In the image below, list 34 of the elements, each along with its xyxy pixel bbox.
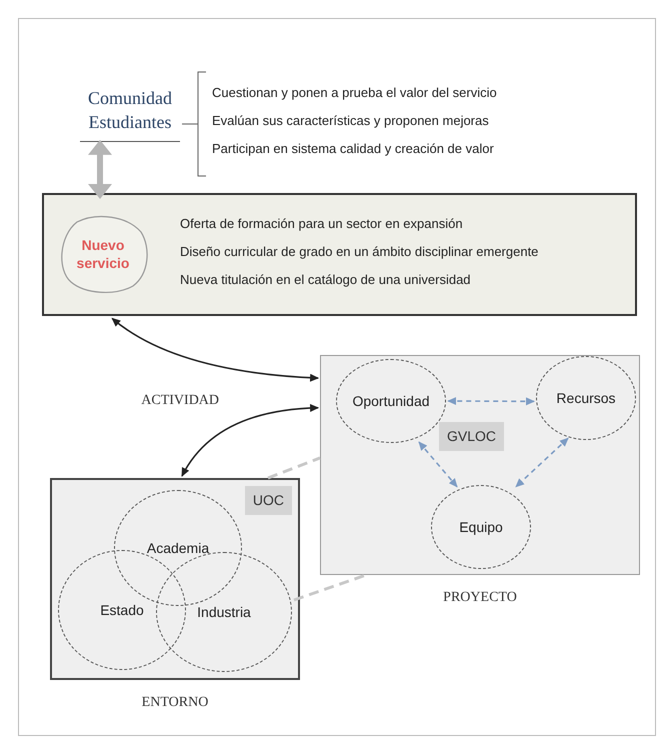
dashed-circle <box>431 485 531 569</box>
list-text: Diseño curricular de grado en un ámbito disciplinar emergente <box>180 243 538 261</box>
heading-text: Comunidad Estudiantes <box>87 86 173 134</box>
circle-text: Recursos <box>556 388 616 408</box>
service-panel <box>42 193 637 316</box>
arrow <box>418 441 458 488</box>
arrow <box>181 404 320 477</box>
arrow <box>111 318 320 382</box>
list-text: Oferta de formación para un sector en expansión <box>180 215 464 233</box>
dashed-circle <box>336 359 446 443</box>
circle-text: Equipo <box>459 518 503 537</box>
dashed-circle <box>156 552 292 672</box>
arrow <box>447 397 535 406</box>
circle-text: Industria <box>197 602 251 622</box>
panel-caption: PROYECTO <box>443 589 517 607</box>
dashed-circle <box>536 356 636 440</box>
dashed-circle <box>114 490 242 606</box>
cloud-text: Nuevo servicio <box>76 236 130 272</box>
note-text: Participan en sistema calidad y creación de valor <box>212 140 495 158</box>
tag-text: UOC <box>244 486 292 515</box>
panel-caption: ENTORNO <box>142 694 208 712</box>
project-panel <box>320 355 640 575</box>
environment-panel <box>50 478 300 680</box>
connector-line <box>267 456 321 480</box>
connector-line <box>294 574 367 602</box>
tag-text: GVLOC <box>439 422 504 451</box>
circle-text: Estado <box>100 600 144 620</box>
note-text: Evalúan sus características y proponen mejoras <box>212 112 490 130</box>
note-text: Cuestionan y ponen a prueba el valor del servicio <box>212 84 497 102</box>
circle-text: Academia <box>146 538 210 558</box>
list-text: Nueva titulación en el catálogo de una universidad <box>180 271 472 289</box>
block-arrow <box>88 140 112 199</box>
circle-text: Oportunidad <box>352 392 430 411</box>
arrow <box>515 438 569 488</box>
